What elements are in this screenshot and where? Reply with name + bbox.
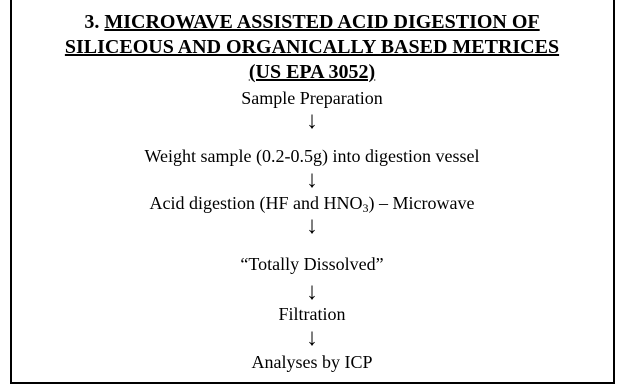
- title-line-2: SILICEOUS AND ORGANICALLY BASED METRICES: [0, 35, 624, 59]
- title-text-1: MICROWAVE ASSISTED ACID DIGESTION OF: [104, 11, 540, 33]
- acid-digestion-text: Acid digestion (HF and HNO: [149, 193, 363, 213]
- diagram-frame: [10, 0, 615, 384]
- acid-digestion-subscript: 3: [362, 201, 369, 215]
- step-filtration: Filtration: [278, 304, 346, 324]
- title-text-2: SILICEOUS AND ORGANICALLY BASED METRICES: [64, 36, 560, 58]
- step-sample-preparation: Sample Preparation: [241, 88, 383, 108]
- section-number: 3.: [84, 11, 105, 33]
- step-acid-digestion: Acid digestion (HF and HNO3) – Microwave: [0, 192, 624, 214]
- acid-digestion-suffix: ) – Microwave: [368, 193, 475, 213]
- title-line-3: (US EPA 3052): [0, 60, 624, 84]
- title-text-3: (US EPA 3052): [248, 61, 376, 83]
- title-line-1: 3. MICROWAVE ASSISTED ACID DIGESTION OF: [0, 10, 624, 34]
- down-arrow-icon: ↓: [306, 167, 318, 193]
- down-arrow-icon: ↓: [306, 279, 318, 305]
- down-arrow-icon: ↓: [306, 213, 318, 239]
- down-arrow-icon: ↓: [306, 325, 318, 351]
- step-totally-dissolved: “Totally Dissolved”: [240, 254, 384, 274]
- down-arrow-icon: ↓: [306, 108, 318, 134]
- step-analyses-icp: Analyses by ICP: [251, 352, 373, 372]
- step-weight-sample: Weight sample (0.2-0.5g) into digestion …: [144, 146, 480, 166]
